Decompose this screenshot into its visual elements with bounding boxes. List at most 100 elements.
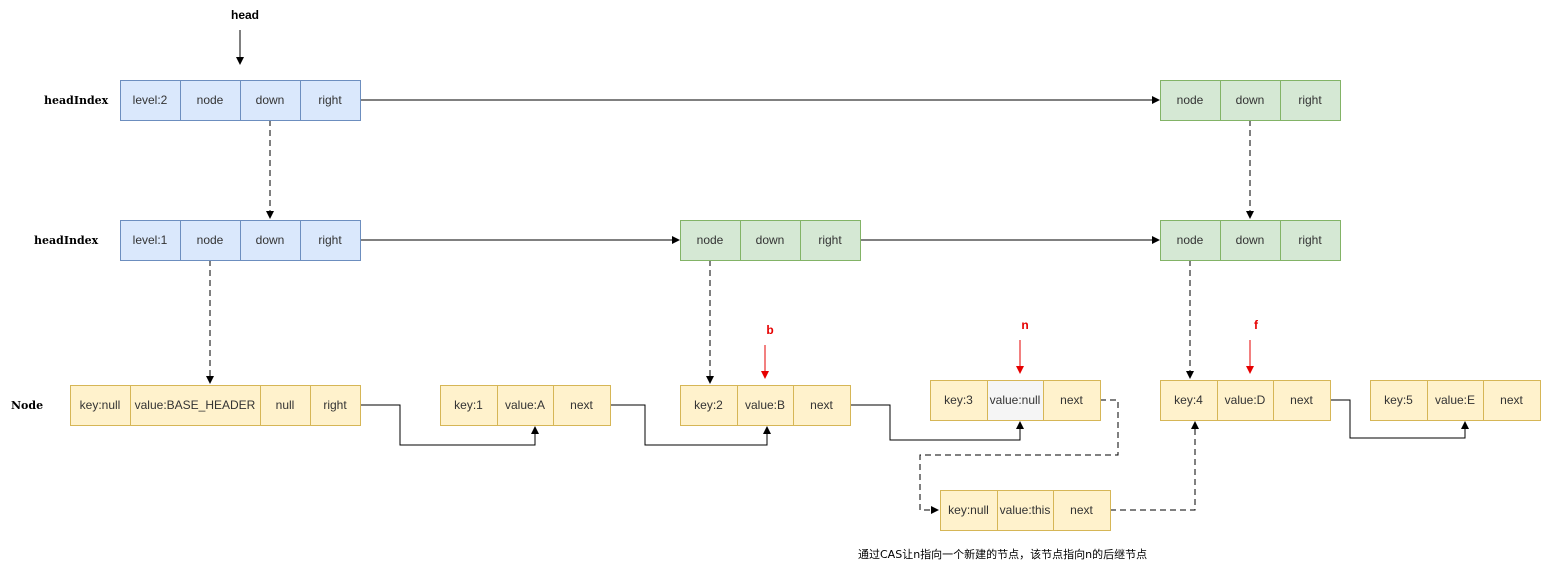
node-2-cell-0: key:2	[694, 398, 723, 412]
node-3-cell-bg	[930, 380, 988, 421]
connectors	[206, 30, 1469, 514]
labels: headIndex headIndex Node head b n f 通过CA…	[11, 8, 1259, 561]
head-index-level1-cell-bg	[180, 220, 241, 261]
node-2-cell-1: value:B	[745, 398, 785, 412]
index-level1-right-cell-bg	[1160, 220, 1221, 261]
node-3: key:3 value:null next	[930, 380, 1101, 421]
node-header-cell-bg	[130, 385, 261, 426]
node-header-cell-bg	[310, 385, 361, 426]
index-level2-right-cell-bg	[1160, 80, 1221, 121]
index-level2-right-cell-1: down	[1236, 93, 1265, 107]
index-level2-right: node down right	[1160, 80, 1341, 121]
node-5-cell-2: next	[1500, 393, 1523, 407]
index-level2-right-cell-bg	[1220, 80, 1281, 121]
head-index-level2-cell-bg	[240, 80, 301, 121]
node-2: key:2 value:B next	[680, 385, 851, 426]
head-pointer-label: head	[231, 8, 259, 22]
node-2-cell-2: next	[810, 398, 833, 412]
node2-next-link	[850, 404, 1024, 441]
index-level1-right-cell-bg	[1280, 220, 1341, 261]
node-2-cell-bg	[793, 385, 851, 426]
node-header-cell-2: null	[276, 398, 295, 412]
marker-node-cell-1: value:this	[1000, 503, 1051, 517]
index-level1-right-cell-0: node	[1177, 233, 1204, 247]
index-level1-mid: node down right	[680, 220, 861, 261]
f-pointer-label: f	[1254, 318, 1259, 332]
marker-node: key:null value:this next	[940, 490, 1111, 531]
head-index-level2-cell-0: level:2	[133, 93, 168, 107]
head-index-level1-cell-1: node	[197, 233, 224, 247]
node-3-cell-1: value:null	[990, 393, 1041, 407]
node-header-cell-1: value:BASE_HEADER	[135, 398, 256, 412]
node-1-cell-bg	[553, 385, 611, 426]
b-pointer-label: b	[766, 323, 773, 337]
marker-node-cell-bg	[940, 490, 998, 531]
index-level1-mid-cell-2: right	[818, 233, 842, 247]
node-3-cell-0: key:3	[944, 393, 973, 407]
node4-next-link	[1330, 399, 1469, 439]
node-4-cell-bg	[1217, 380, 1274, 421]
node-1-cell-2: next	[570, 398, 593, 412]
head-index-level2: level:2 node down right	[120, 80, 361, 121]
marker-node-cell-bg	[997, 490, 1054, 531]
index-level1-right-cell-1: down	[1236, 233, 1265, 247]
head-index-level1-cell-bg	[120, 220, 181, 261]
index-level1-right: node down right	[1160, 220, 1341, 261]
node-5: key:5 value:E next	[1370, 380, 1541, 421]
marker-to-node4-link	[1110, 421, 1199, 511]
head-index-level1-cell-2: down	[256, 233, 285, 247]
node3-to-marker-link	[919, 399, 1119, 514]
row-label-node: Node	[11, 399, 43, 412]
node-header-cell-0: key:null	[80, 398, 121, 412]
index-level1-mid-cell-bg	[680, 220, 741, 261]
n-pointer-label: n	[1021, 318, 1028, 332]
node-1-cell-1: value:A	[505, 398, 545, 412]
index-level1-mid-cell-bg	[740, 220, 801, 261]
marker-node-cell-0: key:null	[948, 503, 989, 517]
node1-next-link	[610, 404, 771, 446]
index-level2-right-cell-2: right	[1298, 93, 1322, 107]
node-header-cell-bg	[260, 385, 311, 426]
node-header-cell-3: right	[323, 398, 347, 412]
header-next-link	[360, 404, 539, 446]
head-index-level2-cell-bg	[120, 80, 181, 121]
node-5-cell-bg	[1427, 380, 1484, 421]
head-index-level2-cell-bg	[300, 80, 361, 121]
head-index-level1-cell-bg	[300, 220, 361, 261]
node-3-cell-bg	[987, 380, 1044, 421]
node-4-cell-bg	[1273, 380, 1331, 421]
index-level1-mid-cell-bg	[800, 220, 861, 261]
node-3-cell-bg	[1043, 380, 1101, 421]
node-4-cell-2: next	[1290, 393, 1313, 407]
node-4-cell-0: key:4	[1174, 393, 1203, 407]
node-1-cell-0: key:1	[454, 398, 483, 412]
node-5-cell-0: key:5	[1384, 393, 1413, 407]
marker-node-cell-2: next	[1070, 503, 1093, 517]
head-index-level2-cell-2: down	[256, 93, 285, 107]
row-label-headindex-level2: headIndex	[44, 94, 109, 107]
caption-text: 通过CAS让n指向一个新建的节点，该节点指向n的后继节点	[858, 547, 1147, 561]
row-label-headindex-level1: headIndex	[34, 234, 99, 247]
head-index-level1: level:1 node down right	[120, 220, 361, 261]
node-1: key:1 value:A next	[440, 385, 611, 426]
node-header: key:null value:BASE_HEADER null right	[70, 385, 361, 426]
index-level2-right-cell-bg	[1280, 80, 1341, 121]
head-index-level2-cell-1: node	[197, 93, 224, 107]
node-3-cell-2: next	[1060, 393, 1083, 407]
marker-node-cell-bg	[1053, 490, 1111, 531]
head-index-level1-cell-0: level:1	[133, 233, 168, 247]
head-index-level2-cell-3: right	[318, 93, 342, 107]
node-1-cell-bg	[497, 385, 554, 426]
node-4-cell-1: value:D	[1225, 393, 1266, 407]
head-index-level1-cell-3: right	[318, 233, 342, 247]
node-4: key:4 value:D next	[1160, 380, 1331, 421]
index-level1-right-cell-2: right	[1298, 233, 1322, 247]
node-5-cell-bg	[1483, 380, 1541, 421]
node-header-cell-bg	[70, 385, 131, 426]
index-level1-mid-cell-0: node	[697, 233, 724, 247]
index-level1-mid-cell-1: down	[756, 233, 785, 247]
index-level2-right-cell-0: node	[1177, 93, 1204, 107]
node-5-cell-1: value:E	[1435, 393, 1475, 407]
